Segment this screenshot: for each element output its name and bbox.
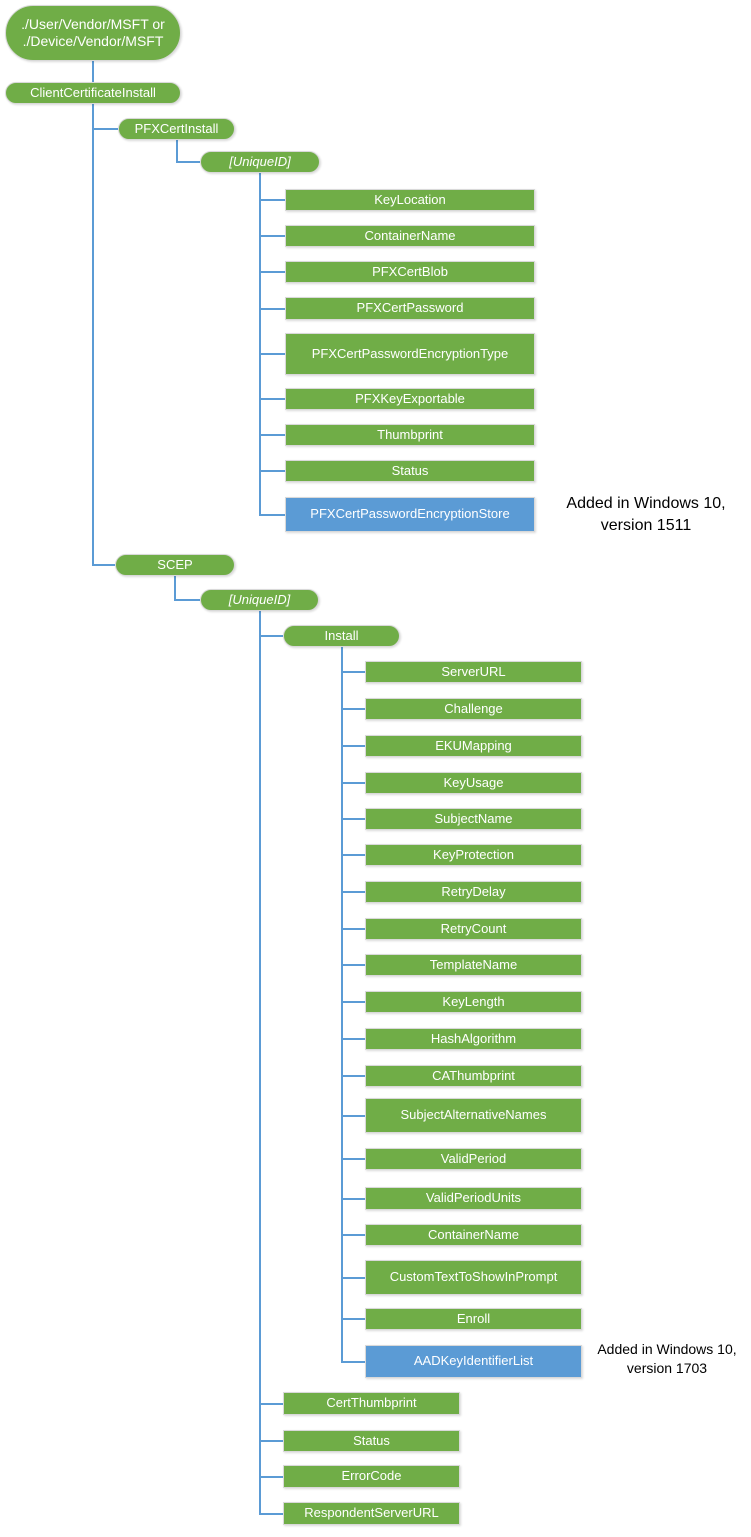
thumbprint-node: Thumbprint — [285, 424, 535, 446]
connector-line — [341, 928, 365, 930]
pfx-cert-blob-node: PFXCertBlob — [285, 261, 535, 283]
connector-line — [92, 128, 118, 130]
connector-line — [341, 1075, 365, 1077]
ca-thumbprint-node: CAThumbprint — [365, 1065, 582, 1087]
container-name-2-node: ContainerName — [365, 1224, 582, 1246]
connector-line — [259, 199, 285, 201]
connector-line — [341, 1361, 365, 1363]
connector-line — [259, 173, 261, 516]
connector-line — [341, 818, 365, 820]
connector-line — [341, 782, 365, 784]
pfx-cert-password-encryption-store-note: Added in Windows 10, version 1511 — [566, 495, 726, 534]
connector-line — [92, 564, 115, 566]
container-name-node: ContainerName — [285, 225, 535, 247]
connector-line — [174, 576, 176, 601]
connector-line — [259, 635, 283, 637]
valid-period-units-node: ValidPeriodUnits — [365, 1187, 582, 1210]
connector-line — [259, 235, 285, 237]
key-length-node: KeyLength — [365, 991, 582, 1013]
connector-line — [259, 434, 285, 436]
status-2-node: Status — [283, 1430, 460, 1452]
connector-line — [259, 1403, 283, 1405]
pfx-cert-password-encryption-type-node: PFXCertPasswordEncryptionType — [285, 333, 535, 375]
template-name-node: TemplateName — [365, 954, 582, 976]
connector-line — [259, 398, 285, 400]
connector-line — [341, 1234, 365, 1236]
connector-line — [176, 161, 200, 163]
pfx-cert-password-encryption-store-node: PFXCertPasswordEncryptionStore — [285, 497, 535, 532]
connector-line — [259, 271, 285, 273]
connector-line — [259, 308, 285, 310]
connector-line — [341, 647, 343, 1363]
connector-line — [341, 708, 365, 710]
connector-line — [259, 1513, 283, 1515]
connector-line — [259, 1476, 283, 1478]
client-certificate-install-node: ClientCertificateInstall — [5, 82, 181, 104]
valid-period-node: ValidPeriod — [365, 1148, 582, 1170]
connector-line — [341, 1318, 365, 1320]
root-node: ./User/Vendor/MSFT or ./Device/Vendor/MS… — [5, 5, 181, 61]
pfx-key-exportable-node: PFXKeyExportable — [285, 388, 535, 410]
respondent-server-url-node: RespondentServerURL — [283, 1502, 460, 1525]
key-location-node: KeyLocation — [285, 189, 535, 211]
key-usage-node: KeyUsage — [365, 772, 582, 794]
cert-thumbprint-node: CertThumbprint — [283, 1392, 460, 1415]
key-protection-node: KeyProtection — [365, 844, 582, 866]
connector-line — [259, 611, 261, 1515]
connector-line — [341, 1277, 365, 1279]
aad-key-identifier-list-node: AADKeyIdentifierList — [365, 1345, 582, 1378]
connector-line — [259, 514, 285, 516]
connector-line — [174, 599, 200, 601]
enroll-node: Enroll — [365, 1308, 582, 1330]
connector-line — [341, 1038, 365, 1040]
connector-line — [341, 671, 365, 673]
connector-line — [259, 1440, 283, 1442]
connector-line — [341, 891, 365, 893]
aad-key-identifier-list-note: Added in Windows 10, version 1703 — [597, 1341, 737, 1376]
error-code-node: ErrorCode — [283, 1465, 460, 1488]
connector-line — [259, 470, 285, 472]
connector-line — [341, 1001, 365, 1003]
scep-unique-id-node: [UniqueID] — [200, 589, 319, 611]
subject-name-node: SubjectName — [365, 808, 582, 830]
connector-line — [341, 745, 365, 747]
connector-line — [341, 854, 365, 856]
scep-node: SCEP — [115, 554, 235, 576]
pfx-unique-id-node: [UniqueID] — [200, 151, 320, 173]
connector-line — [341, 1158, 365, 1160]
retry-delay-node: RetryDelay — [365, 881, 582, 903]
connector-line — [92, 104, 94, 566]
eku-mapping-node: EKUMapping — [365, 735, 582, 757]
connector-line — [92, 61, 94, 82]
connector-line — [341, 1115, 365, 1117]
status-node: Status — [285, 460, 535, 482]
pfx-cert-install-node: PFXCertInstall — [118, 118, 235, 140]
hash-algorithm-node: HashAlgorithm — [365, 1028, 582, 1050]
connector-line — [259, 353, 285, 355]
retry-count-node: RetryCount — [365, 918, 582, 940]
server-url-node: ServerURL — [365, 661, 582, 683]
pfx-cert-password-node: PFXCertPassword — [285, 297, 535, 320]
connector-line — [341, 1198, 365, 1200]
connector-line — [341, 964, 365, 966]
connector-line — [176, 140, 178, 163]
subject-alternative-names-node: SubjectAlternativeNames — [365, 1098, 582, 1133]
challenge-node: Challenge — [365, 698, 582, 720]
custom-text-to-show-in-prompt-node: CustomTextToShowInPrompt — [365, 1260, 582, 1295]
install-node: Install — [283, 625, 400, 647]
